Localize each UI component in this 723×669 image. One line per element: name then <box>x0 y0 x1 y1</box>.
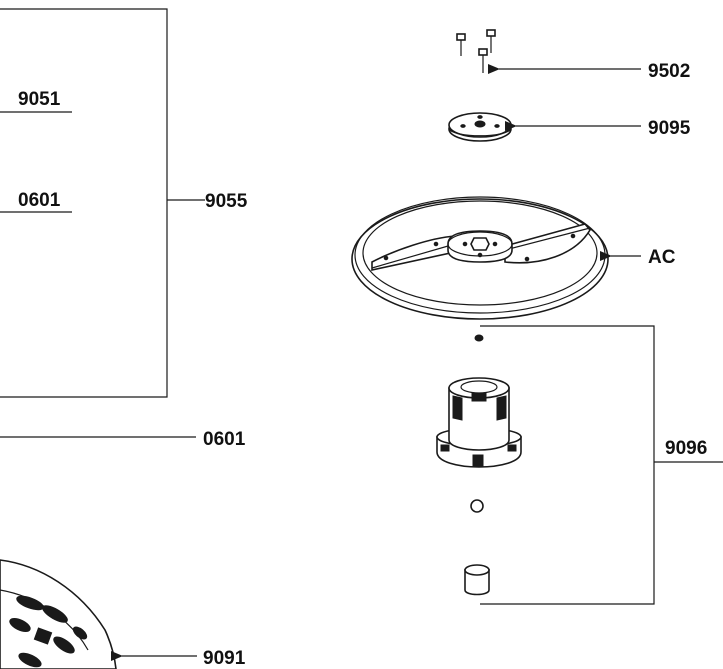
callout-ac: AC <box>600 247 676 268</box>
callout-9051: 9051 <box>0 89 72 113</box>
callout-0601-upper: 0601 <box>0 190 72 213</box>
label-9091: 9091 <box>203 648 246 669</box>
callout-0601-lower: 0601 <box>0 429 246 450</box>
label-9095: 9095 <box>648 118 691 139</box>
shaft-assembly-bracket-9096 <box>480 325 723 605</box>
screws-part <box>456 29 496 73</box>
callout-9091: 9091 <box>111 648 246 669</box>
slicing-disc-part <box>351 196 609 320</box>
label-9055: 9055 <box>205 191 248 212</box>
assembly-bracket-9055 <box>0 8 205 398</box>
bushing-part <box>464 564 490 596</box>
label-ac: AC <box>648 247 676 268</box>
motor-base-part <box>0 559 117 669</box>
drive-spindle-part <box>436 377 522 468</box>
label-0601-lower: 0601 <box>203 429 246 450</box>
small-pin-part <box>474 334 484 342</box>
label-0601-upper: 0601 <box>18 190 61 211</box>
label-9502: 9502 <box>648 61 690 82</box>
callout-9095: 9095 <box>505 118 691 139</box>
o-ring-part <box>470 499 484 513</box>
label-9096: 9096 <box>665 438 707 459</box>
hub-disc-part <box>448 112 512 142</box>
callout-9502: 9502 <box>488 61 690 82</box>
label-9051: 9051 <box>18 89 61 110</box>
